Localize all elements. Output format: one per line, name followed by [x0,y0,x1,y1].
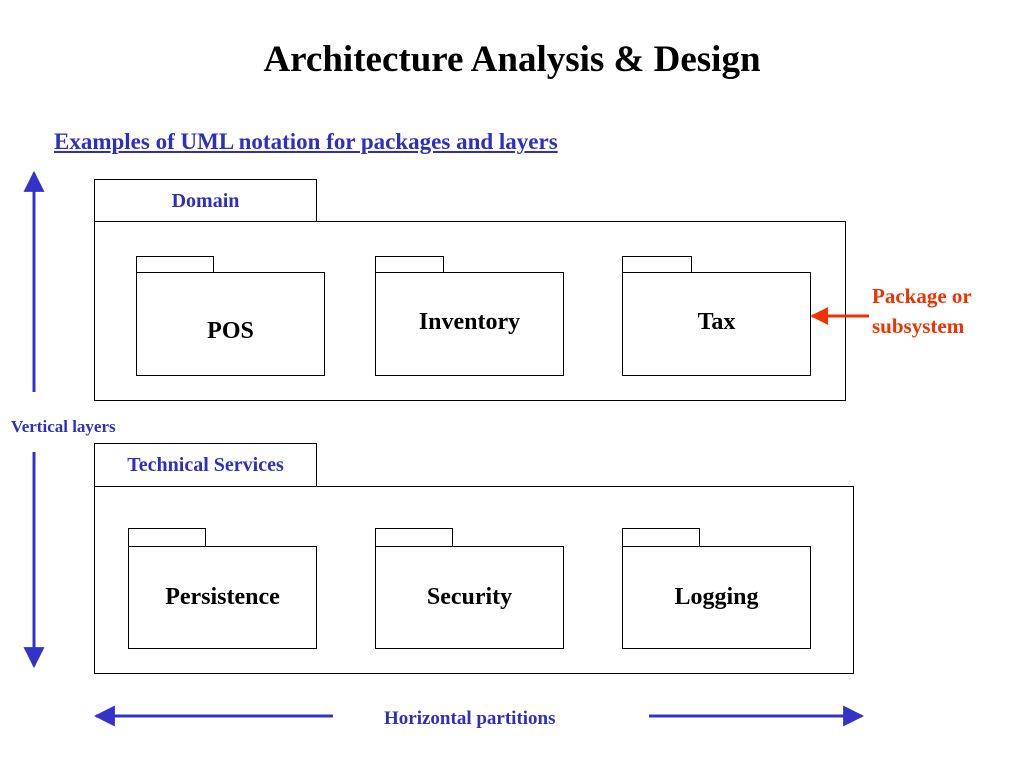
package-callout: Package or subsystem [872,281,972,341]
logging-package-label: Logging [674,584,759,610]
pos-package: POS [136,272,325,376]
vertical-layers-label: Vertical layers [11,417,116,436]
slide-subtitle: Examples of UML notation for packages an… [54,129,558,154]
horizontal-partitions-label: Horizontal partitions [384,708,556,729]
tax-package: Tax [622,272,811,376]
callout-line-2: subsystem [872,314,965,338]
inventory-package-label: Inventory [418,308,521,335]
tax-package-label: Tax [697,308,736,335]
logging-package: Logging [622,546,811,649]
technical-services-layer-label: Technical Services [127,454,284,476]
security-package: Security [375,546,564,649]
callout-line-1: Package or [872,284,972,308]
inventory-package: Inventory [375,272,564,376]
persistence-package-label: Persistence [165,584,280,610]
technical-services-layer-tab: Technical Services [94,443,317,488]
security-package-label: Security [426,584,513,610]
slide-title: Architecture Analysis & Design [263,39,761,80]
persistence-package: Persistence [128,546,317,649]
domain-layer-label: Domain [171,189,240,212]
pos-package-label: POS [207,317,254,344]
